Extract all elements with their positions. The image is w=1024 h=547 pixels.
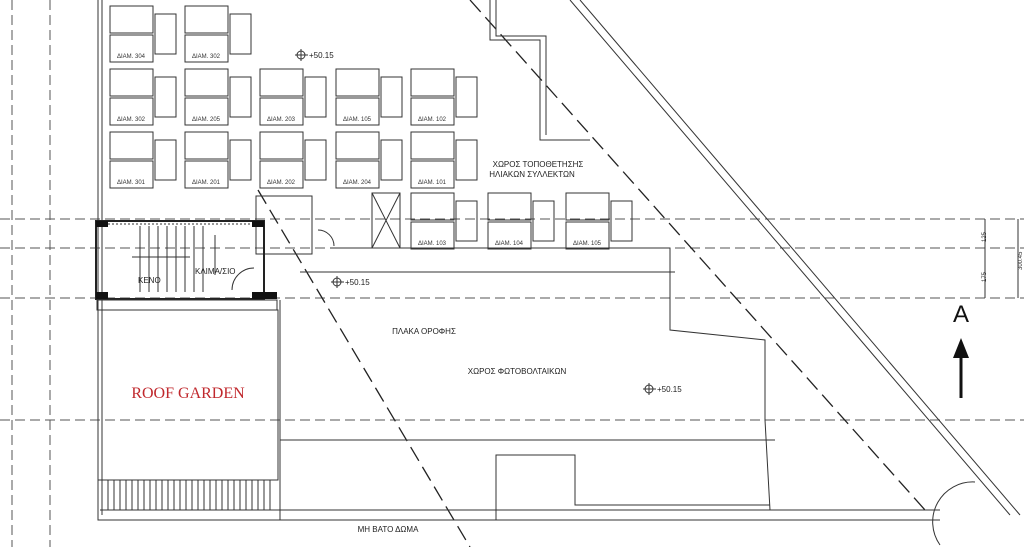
roof-slab-label: ΠΛΑΚΑ ΟΡΟΦΗΣ — [392, 327, 456, 336]
tank-label: ΔΙΑΜ. 102 — [418, 117, 447, 123]
tank-label: ΔΙΑΜ. 205 — [192, 117, 221, 123]
tank-label: ΔΙΑΜ. 103 — [418, 241, 447, 247]
tank-unit: ΔΙΑΜ. 204 — [335, 131, 403, 189]
collectors-label-1: ΧΩΡΟΣ ΤΟΠΟΘΕΤΗΣΗΣ — [493, 160, 584, 169]
section-marker: A — [953, 301, 969, 398]
dimension-total: 300.45 — [1018, 251, 1024, 270]
tank-unit: ΔΙΑΜ. 205 — [184, 68, 252, 126]
tank-unit: ΔΙΑΜ. 203 — [259, 68, 327, 126]
dimension-175: 175 — [982, 271, 988, 282]
tank-unit: ΔΙΑΜ. 105 — [335, 68, 403, 126]
tank-unit: ΔΙΑΜ. 302 — [184, 5, 252, 63]
elevation-mark: +50.15 — [331, 276, 370, 288]
tank-unit: ΔΙΑΜ. 201 — [184, 131, 252, 189]
tank-label: ΔΙΑΜ. 204 — [343, 180, 372, 186]
ac-label: ΚΛΙΜΑ/ΣΙΟ — [195, 267, 236, 276]
elevation-mark: +50.15 — [643, 383, 682, 395]
dimension-125: 125 — [982, 231, 988, 242]
void-label: ΚΕΝΟ — [138, 276, 161, 285]
dimension-chain: 125 175 300.45 — [982, 219, 1024, 298]
tank-unit: ΔΙΑΜ. 103 — [410, 192, 478, 250]
tank-unit: ΔΙΑΜ. 104 — [487, 192, 555, 250]
tank-label: ΔΙΑΜ. 301 — [117, 180, 146, 186]
tank-label: ΔΙΑΜ. 105 — [343, 117, 372, 123]
non-walkable-roof-label: ΜΗ ΒΑΤΟ ΔΩΜΑ — [358, 525, 419, 534]
elevation-mark: +50.15 — [295, 49, 334, 61]
section-letter: A — [953, 301, 969, 328]
tank-unit: ΔΙΑΜ. 102 — [410, 68, 478, 126]
tank-label: ΔΙΑΜ. 202 — [267, 180, 296, 186]
tank-label: ΔΙΑΜ. 105 — [573, 241, 602, 247]
tank-unit: ΔΙΑΜ. 101 — [410, 131, 478, 189]
tank-unit: ΔΙΑΜ. 202 — [259, 131, 327, 189]
elevation-label: +50.15 — [309, 51, 334, 60]
elevation-label: +50.15 — [657, 385, 682, 394]
tank-label: ΔΙΑΜ. 304 — [117, 54, 146, 60]
tank-label: ΔΙΑΜ. 302 — [117, 117, 146, 123]
roof-garden-area — [97, 309, 279, 510]
tank-unit: ΔΙΑΜ. 304 — [109, 5, 177, 63]
tank-label: ΔΙΑΜ. 302 — [192, 54, 221, 60]
tank-label: ΔΙΑΜ. 104 — [495, 241, 524, 247]
tank-label: ΔΙΑΜ. 203 — [267, 117, 296, 123]
elevation-label: +50.15 — [345, 278, 370, 287]
tank-unit: ΔΙΑΜ. 302 — [109, 68, 177, 126]
tank-label: ΔΙΑΜ. 201 — [192, 180, 221, 186]
stair-core — [95, 220, 278, 311]
tank-unit: ΔΙΑΜ. 105 — [565, 192, 633, 250]
arrow-up-icon — [953, 338, 969, 358]
tank-unit: ΔΙΑΜ. 301 — [109, 131, 177, 189]
roof-garden-label: ROOF GARDEN — [131, 385, 245, 402]
collectors-label-2: ΗΛΙΑΚΩΝ ΣΥΛΛΕΚΤΩΝ — [489, 170, 575, 179]
tank-label: ΔΙΑΜ. 101 — [418, 180, 447, 186]
building-outline — [97, 0, 940, 521]
photovoltaics-label: ΧΩΡΟΣ ΦΩΤΟΒΟΛΤΑΙΚΩΝ — [468, 367, 567, 376]
